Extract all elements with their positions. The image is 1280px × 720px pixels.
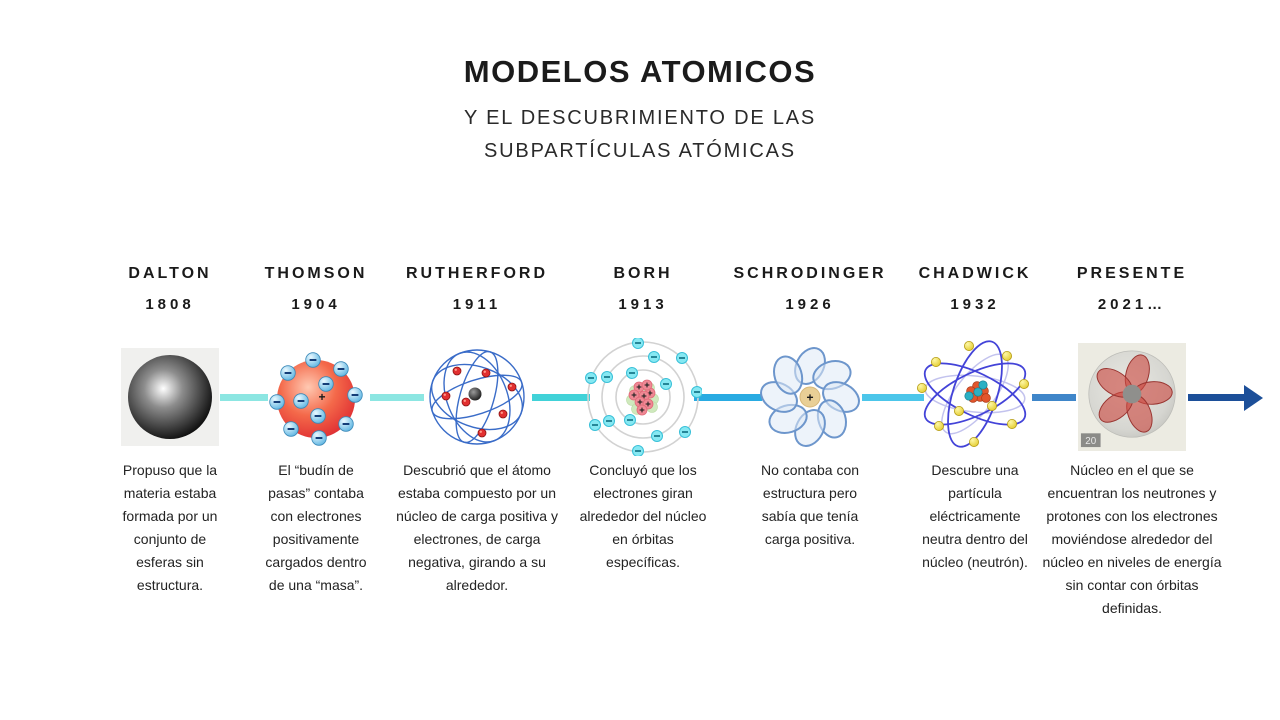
thomson-plum-pudding-icon: + [268, 351, 364, 447]
bohr-orbits-model-icon [584, 338, 702, 456]
scientist-name: SCHRODINGER [733, 265, 887, 282]
quantum-orbital-model-icon: 20 [1078, 343, 1186, 451]
svg-text:+: + [318, 390, 325, 404]
year-label: 1926 [785, 296, 835, 313]
svg-text:+: + [806, 391, 813, 405]
timeline-item-schrodinger: SCHRODINGER 1926 + No contaba con estruc… [720, 0, 900, 720]
timeline-arrow-head-icon [1244, 385, 1263, 411]
timeline-item-dalton: DALTON 1808 Propuso que la materia estab… [85, 0, 255, 720]
description: Descubrió que el átomo estaba compuesto … [396, 462, 558, 593]
year-label: 1904 [291, 296, 341, 313]
timeline-item-chadwick: CHADWICK 1932 [897, 0, 1053, 720]
schrodinger-cloud-model-icon: + [760, 347, 860, 447]
year-label: 1808 [145, 296, 195, 313]
scientist-name: THOMSON [264, 265, 368, 282]
year-label: 1911 [452, 296, 502, 313]
scientist-name: CHADWICK [918, 265, 1032, 282]
year-label: 2021… [1097, 296, 1167, 313]
description: El “budín de pasas” contaba con electron… [265, 462, 367, 593]
description: Propuso que la materia estaba formada po… [122, 462, 218, 593]
timeline-segment-2 [370, 394, 424, 401]
dalton-solid-sphere-icon [121, 348, 219, 446]
scientist-name: RUTHERFORD [406, 265, 548, 282]
timeline-arrow-line [1188, 394, 1244, 401]
timeline-item-thomson: THOMSON 1904 + [236, 0, 396, 720]
timeline-segment-3 [532, 394, 590, 401]
subtitle-line-1: Y EL DESCUBRIMIENTO DE LAS [463, 107, 817, 129]
year-label: 1932 [950, 296, 1000, 313]
subtitle-line-2: SUBPARTÍCULAS ATÓMICAS [484, 140, 796, 162]
rutherford-nuclear-model-icon [429, 349, 525, 445]
timeline-segment-6 [1032, 394, 1076, 401]
timeline-segment-5 [862, 394, 924, 401]
timeline-item-rutherford: RUTHERFORD 1911 [382, 0, 572, 720]
description: Núcleo en el que se encuentran los neutr… [1042, 462, 1222, 616]
scientist-name: BORH [613, 265, 673, 282]
subtitle: Y EL DESCUBRIMIENTO DE LAS SUBPARTÍCULAS… [0, 102, 1280, 168]
timeline-item-borh: BORH 1913 [568, 0, 718, 720]
scientist-name: DALTON [128, 265, 212, 282]
timeline-item-presente: PRESENTE 2021… [1032, 0, 1232, 720]
timeline-segment-1 [220, 394, 268, 401]
chadwick-neutron-model-icon [917, 340, 1029, 448]
scientist-name: PRESENTE [1076, 265, 1188, 282]
timeline-segment-4 [694, 394, 762, 401]
description: No contaba con estructura pero sabía que… [760, 462, 860, 547]
description: Descubre una partícula eléctricamente ne… [922, 462, 1028, 570]
page-title: MODELOS ATOMICOS [463, 54, 817, 89]
watermark-frame-badge: 20 [1085, 436, 1096, 447]
year-label: 1913 [618, 296, 668, 313]
description: Concluyó que los electrones giran alrede… [579, 462, 707, 570]
